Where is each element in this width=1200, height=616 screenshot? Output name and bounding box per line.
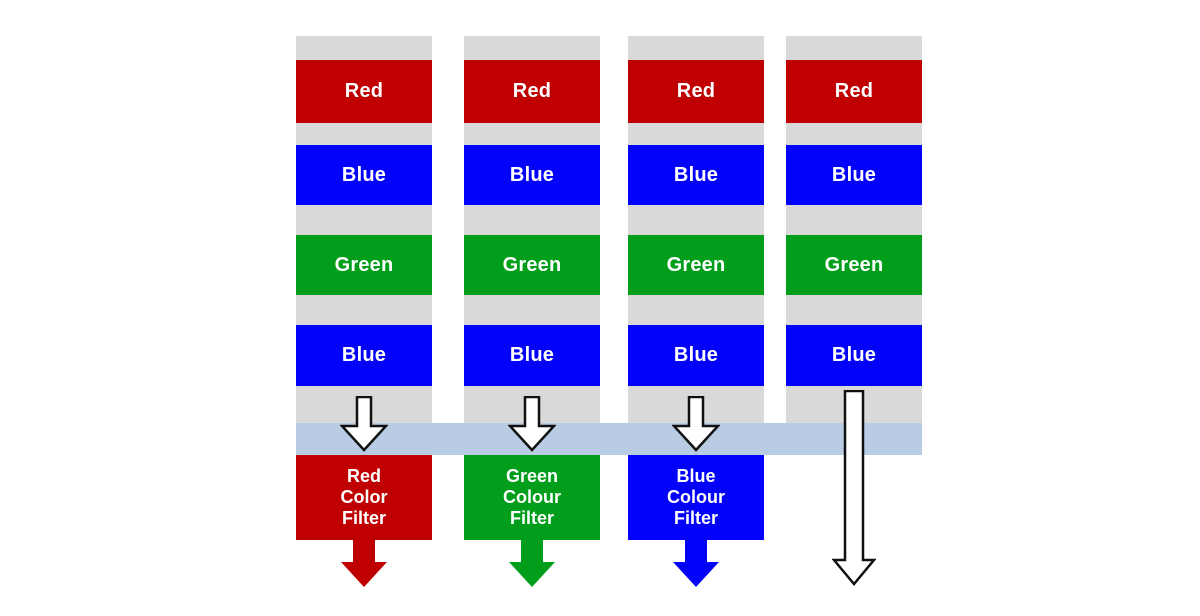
white-light-arrow-icon xyxy=(508,396,556,452)
filtered-light-arrow-icon xyxy=(509,540,555,587)
white-light-arrow-icon xyxy=(672,396,720,452)
light-block-blue: Blue xyxy=(628,145,764,205)
pixel-column-3: Red Blue Green Blue Blue Colour Filter xyxy=(628,36,764,592)
color-filter-box: Red Color Filter xyxy=(296,455,432,540)
filter-label-line: Filter xyxy=(509,508,554,528)
light-block-green: Green xyxy=(628,235,764,295)
light-block-green: Green xyxy=(464,235,600,295)
light-block-green: Green xyxy=(786,235,922,295)
filter-label-line: Red xyxy=(346,466,381,486)
light-block-blue: Blue xyxy=(786,325,922,386)
pixel-column-4: Red Blue Green Blue xyxy=(786,36,922,592)
pixel-column-2: Red Blue Green Blue Green Colour Filter xyxy=(464,36,600,592)
light-block-blue: Blue xyxy=(786,145,922,205)
filtered-light-arrow-icon xyxy=(341,540,387,587)
light-band xyxy=(296,423,922,455)
filter-label-line: Green xyxy=(505,466,559,486)
color-filter-box: Green Colour Filter xyxy=(464,455,600,540)
filter-label-line: Colour xyxy=(667,487,725,507)
light-block-green: Green xyxy=(296,235,432,295)
sensor-strip: Red Blue Green Blue xyxy=(464,36,600,423)
light-block-blue: Blue xyxy=(296,145,432,205)
light-block-red: Red xyxy=(786,60,922,123)
light-block-red: Red xyxy=(464,60,600,123)
light-block-red: Red xyxy=(296,60,432,123)
light-block-blue: Blue xyxy=(296,325,432,386)
light-block-red: Red xyxy=(628,60,764,123)
color-filter-diagram: Red Blue Green Blue Red Color Filter Red… xyxy=(296,36,922,596)
light-block-blue: Blue xyxy=(464,325,600,386)
sensor-strip: Red Blue Green Blue xyxy=(786,36,922,423)
filter-label-line: Filter xyxy=(341,508,386,528)
filtered-light-arrow-icon xyxy=(673,540,719,587)
light-block-blue: Blue xyxy=(628,325,764,386)
unfiltered-light-arrow-icon xyxy=(832,390,876,586)
pixel-column-1: Red Blue Green Blue Red Color Filter xyxy=(296,36,432,592)
sensor-strip: Red Blue Green Blue xyxy=(628,36,764,423)
filter-label-line: Filter xyxy=(673,508,718,528)
filter-label-line: Colour xyxy=(503,487,561,507)
filter-label-line: Color xyxy=(340,487,388,507)
light-block-blue: Blue xyxy=(464,145,600,205)
filter-label-line: Blue xyxy=(676,466,716,486)
sensor-strip: Red Blue Green Blue xyxy=(296,36,432,423)
color-filter-box: Blue Colour Filter xyxy=(628,455,764,540)
white-light-arrow-icon xyxy=(340,396,388,452)
